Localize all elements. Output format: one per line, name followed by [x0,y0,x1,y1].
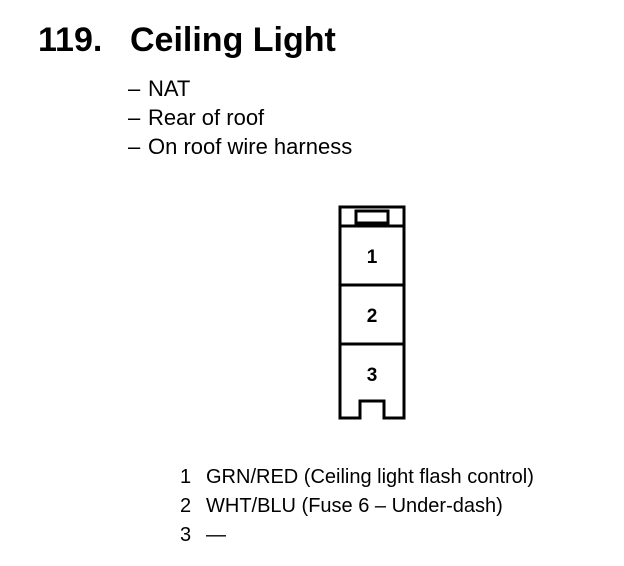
connector-lock-tab [354,209,390,225]
cavity-label: 2 [367,306,378,327]
connector-diagram: 1 2 3 [338,205,406,420]
pin-item: 3— [180,521,534,550]
note-item: –Rear of roof [128,103,352,132]
pin-description: — [206,524,226,546]
note-dash: – [128,76,141,101]
note-text: On roof wire harness [148,134,353,159]
location-notes: –NAT –Rear of roof –On roof wire harness [128,74,352,161]
pin-description: GRN/RED (Ceiling light flash control) [206,466,534,488]
pin-list: 1 GRN/RED (Ceiling light flash control) 2… [180,463,534,550]
note-item: –NAT [128,74,352,103]
component-number: 119. [38,21,103,59]
component-name: Ceiling Light [130,21,336,59]
note-text: Rear of roof [148,105,265,130]
note-item: –On roof wire harness [128,132,352,161]
pin-item: 1 GRN/RED (Ceiling light flash control) [180,463,534,492]
pin-description: WHT/BLU (Fuse 6 – Under-dash) [206,495,503,517]
note-dash: – [128,134,141,159]
pin-number: 3 [180,524,192,546]
pin-number: 1 [180,466,192,488]
page-title: 119. Ceiling Light [38,20,336,60]
connector-housing [338,205,406,420]
pin-number: 2 [180,495,192,517]
pin-item: 2 WHT/BLU (Fuse 6 – Under-dash) [180,492,534,521]
cavity-label: 3 [367,365,378,386]
note-dash: – [128,105,141,130]
note-text: NAT [148,76,191,101]
cavity-label: 1 [367,247,378,268]
